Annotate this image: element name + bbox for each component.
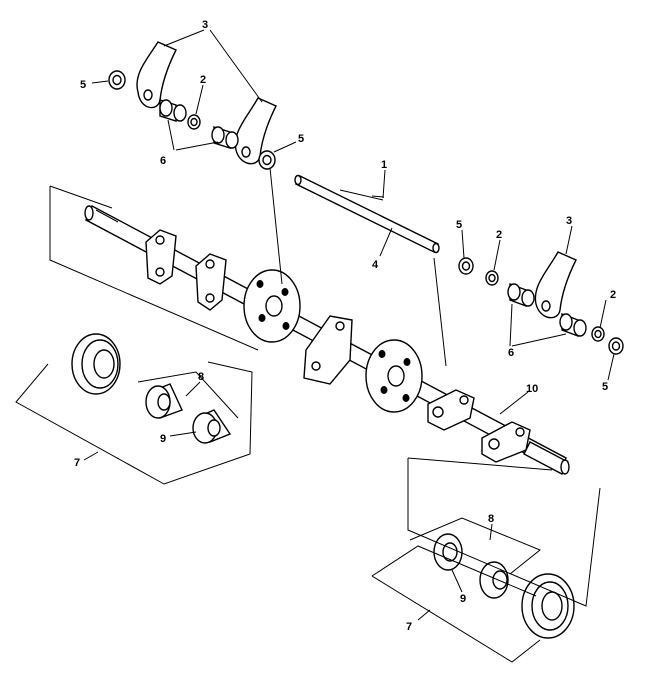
flange-bracket-a (145, 229, 177, 285)
callout-5: 5 (298, 133, 304, 145)
callout-leaders (83, 29, 615, 621)
callout-6: 6 (160, 155, 166, 167)
callout-9: 9 (160, 433, 166, 445)
upper-right-linkage (458, 251, 624, 355)
lever-arm-right (534, 251, 577, 319)
callout-4: 4 (372, 259, 379, 271)
left-bearing-assembly (71, 333, 232, 444)
callout-10: 10 (526, 383, 538, 395)
callout-6: 6 (508, 347, 514, 359)
callout-2: 2 (610, 289, 616, 301)
lever-arm-left-a (136, 41, 177, 109)
main-shaft-assembly (84, 205, 570, 475)
upper-left-linkage (108, 41, 277, 170)
rod-4 (295, 175, 439, 253)
callout-3: 3 (202, 19, 208, 31)
callout-2: 2 (200, 74, 206, 86)
callout-5: 5 (80, 79, 86, 91)
flange-bracket-b (195, 253, 227, 311)
callout-7: 7 (406, 621, 412, 633)
callout-1: 1 (381, 159, 387, 171)
callout-8: 8 (488, 513, 494, 525)
callout-5: 5 (602, 381, 608, 393)
assembly-guide-lines (15, 167, 601, 663)
callout-labels: 3 5 2 6 5 1 4 5 2 3 6 2 5 10 8 9 7 8 9 7 (74, 19, 616, 633)
callout-5: 5 (456, 219, 462, 231)
callout-9: 9 (460, 593, 466, 605)
callout-2: 2 (496, 229, 502, 241)
callout-7: 7 (74, 457, 80, 469)
rod-assembly (294, 174, 440, 254)
callout-3: 3 (566, 215, 572, 227)
pin-1 (339, 189, 384, 201)
callout-8: 8 (198, 371, 204, 383)
